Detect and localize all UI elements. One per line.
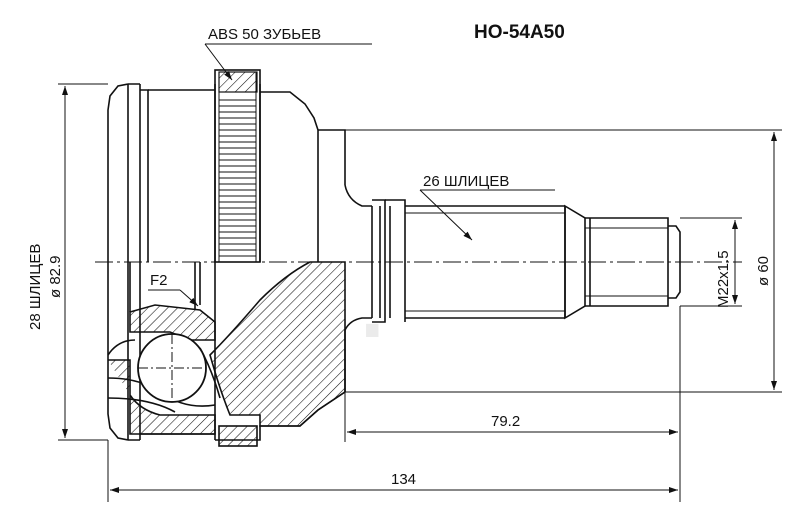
dim-length-shaft: 79.2 — [491, 413, 520, 430]
dim-thread: M22x1.5 — [715, 250, 732, 308]
dim-dia-shaft: ø 60 — [755, 256, 772, 286]
abs-teeth-note: ABS 50 ЗУБЬЕВ — [208, 26, 321, 43]
abs-ring — [214, 69, 261, 263]
ball — [137, 333, 207, 403]
bell-section-hatch — [108, 261, 346, 447]
shaft — [344, 199, 681, 331]
shaft-splines-note: 26 ШЛИЦЕВ — [423, 173, 509, 190]
chamfer-note: F2 — [150, 272, 168, 289]
dim-dia-bell: ø 82.9 — [47, 255, 64, 298]
part-number: HO-54A50 — [474, 22, 565, 43]
dim-length-total: 134 — [391, 471, 416, 488]
bell-splines-note: 28 ШЛИЦЕВ — [27, 244, 44, 330]
dimension-lines — [58, 43, 782, 502]
